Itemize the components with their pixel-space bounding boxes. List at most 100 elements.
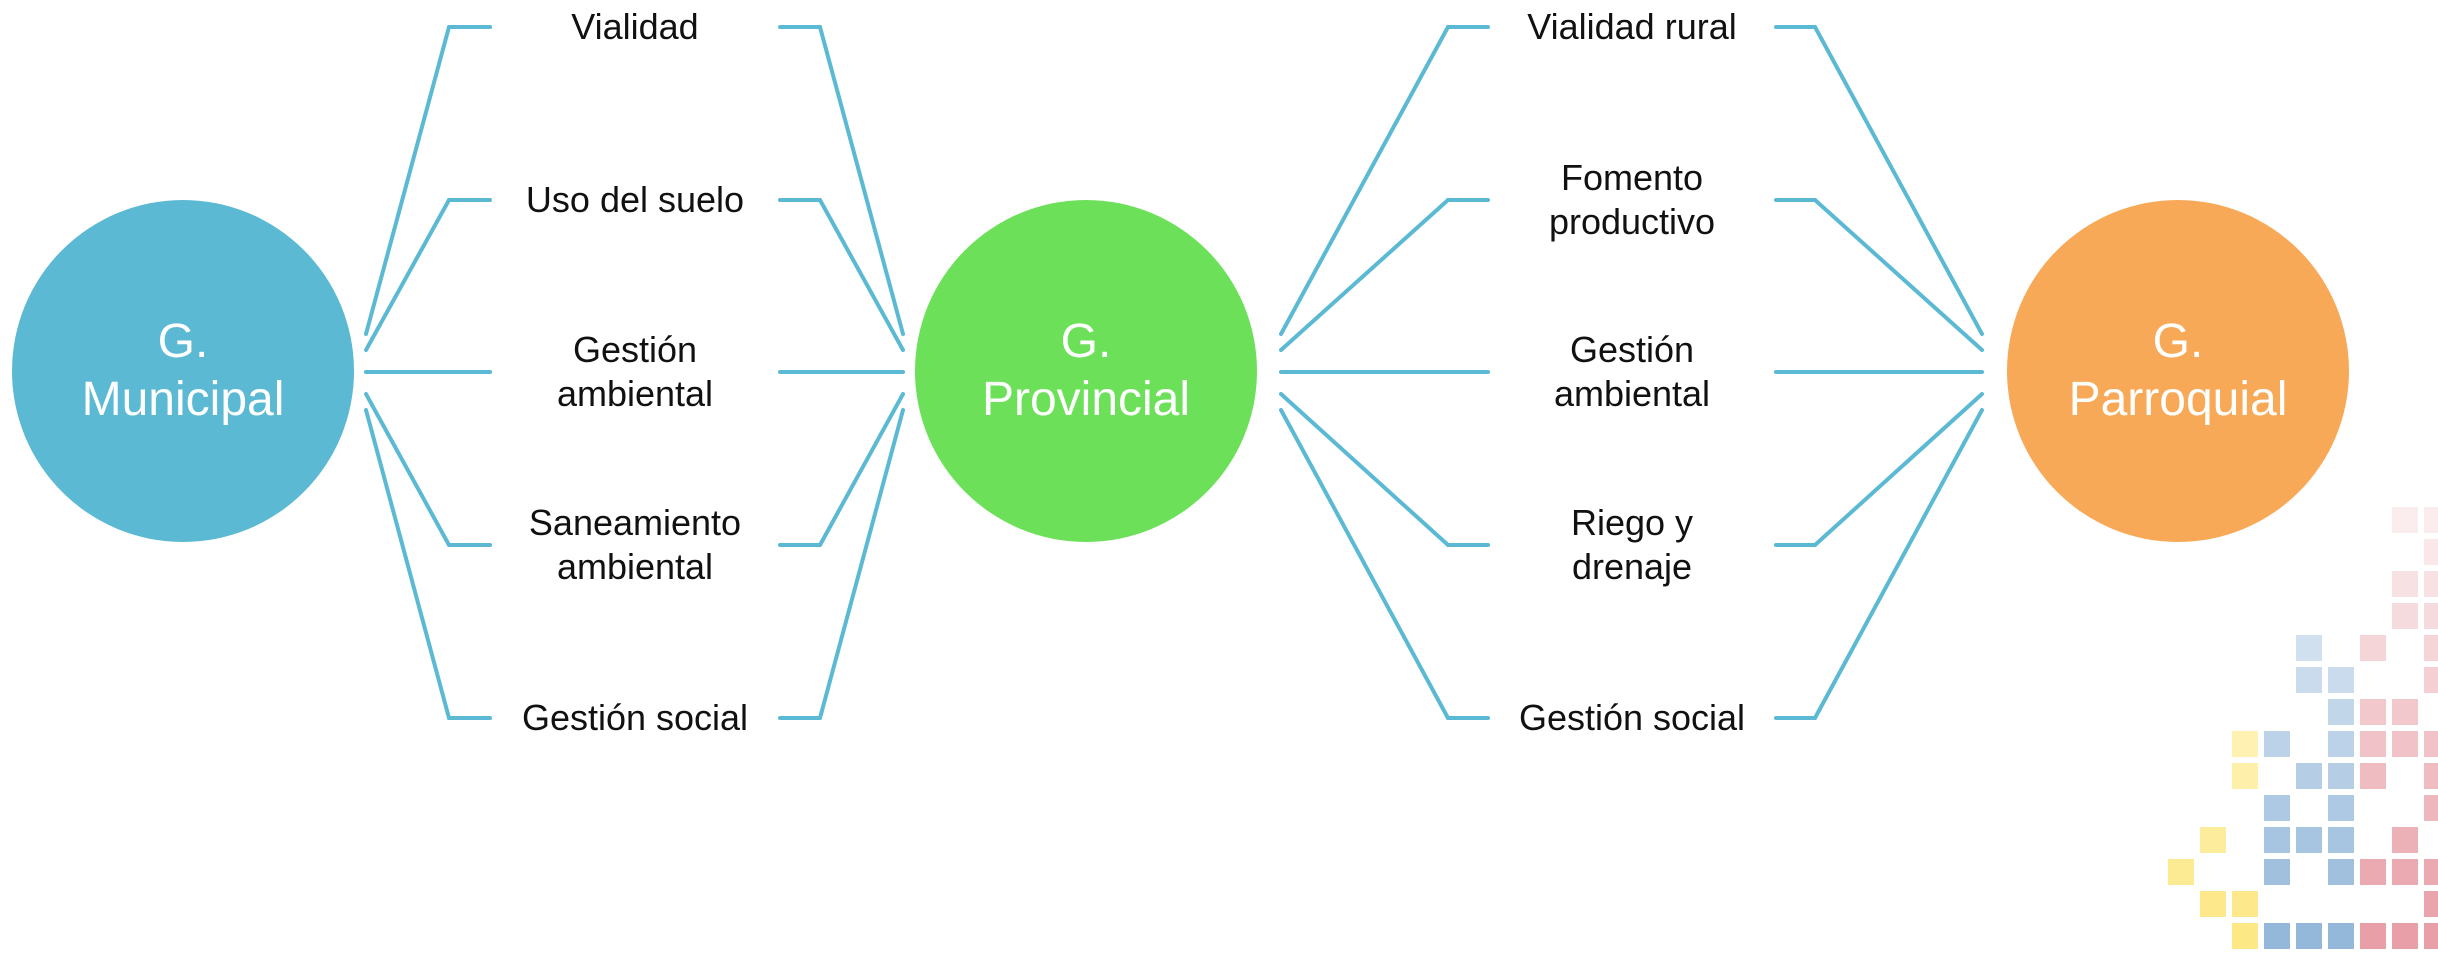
right-item-gestion-ambiental-line2: ambiental [1553,373,1711,414]
left-item-saneamiento-ambiental: Saneamiento ambiental [485,501,785,589]
mosaic-tile [2296,923,2322,949]
mosaic-tile [2232,731,2258,757]
mosaic-tile [2424,667,2438,693]
left-item-saneamiento-ambiental-line1: Saneamiento [528,502,742,543]
mosaic-tile [2360,763,2386,789]
right-connector-left-diag-0 [1279,25,1450,336]
left-connector-right-diag-4 [818,408,905,720]
mosaic-tile [2296,763,2322,789]
mosaic-tile [2328,763,2354,789]
mosaic-tile [2360,859,2386,885]
mosaic-tile [2424,731,2438,757]
left-item-vialidad: Vialidad [485,5,785,49]
mosaic-tile [2328,795,2354,821]
mosaic-tile [2264,731,2290,757]
node-provincial-line1: G. [1060,315,1112,368]
mosaic-tile [2296,667,2322,693]
mosaic-tile [2392,699,2418,725]
mosaic-tile [2424,603,2438,629]
left-item-gestion-ambiental-line1: Gestión [572,329,698,370]
mosaic-tile [2424,571,2438,597]
mosaic-tile [2328,699,2354,725]
left-connector-right-diag-0 [818,25,905,336]
right-item-riego-y-drenaje-line2: drenaje [1571,546,1693,587]
mosaic-tile [2264,923,2290,949]
mosaic-tile [2328,827,2354,853]
mosaic-tile [2360,699,2386,725]
mosaic-tile [2264,827,2290,853]
node-municipal: G. Municipal [12,200,354,542]
mosaic-tile [2424,795,2438,821]
right-connector-right-diag-3 [1813,392,1984,547]
right-item-vialidad-rural-line1: Vialidad rural [1527,6,1737,47]
mosaic-tile [2424,507,2438,533]
right-connector-right-diag-0 [1813,25,1984,336]
mosaic-tile [2424,763,2438,789]
left-item-saneamiento-ambiental-line2: ambiental [556,546,714,587]
mosaic-tile [2424,635,2438,661]
mosaic-tile [2232,763,2258,789]
right-connector-left-diag-1 [1279,198,1450,352]
mosaic-tile [2424,891,2438,917]
right-connector-left-diag-3 [1279,392,1450,547]
node-provincial-line2: Provincial [981,373,1191,426]
left-item-gestion-social: Gestión social [485,696,785,740]
mosaic-tile [2360,923,2386,949]
mosaic-tile [2168,859,2194,885]
right-item-riego-y-drenaje: Riego y drenaje [1482,501,1782,589]
node-parroquial-line1: G. [2152,315,2204,368]
mosaic-tile [2264,795,2290,821]
mosaic-tile [2200,891,2226,917]
mosaic-tile [2392,827,2418,853]
left-connector-right-diag-1 [818,198,905,352]
right-item-fomento-productivo: Fomento productivo [1482,156,1782,244]
right-item-gestion-social-line1: Gestión social [1518,697,1746,738]
mosaic-tile [2392,603,2418,629]
right-item-fomento-productivo-line2: productivo [1548,201,1716,242]
left-connector-right-diag-3 [818,392,905,547]
mosaic-tile [2424,539,2438,565]
mosaic-tile [2328,731,2354,757]
node-provincial: G. Provincial [915,200,1257,542]
right-connector-right-diag-4 [1813,408,1984,720]
node-parroquial-line2: Parroquial [2068,373,2288,426]
left-item-uso-del-suelo: Uso del suelo [485,178,785,222]
left-item-gestion-ambiental: Gestión ambiental [485,328,785,416]
mosaic-tile [2392,731,2418,757]
mosaic-tile [2296,827,2322,853]
right-connector-left-diag-4 [1279,408,1450,720]
mosaic-tile [2296,635,2322,661]
left-connector-left-diag-0 [364,25,451,336]
left-connector-left-diag-3 [364,392,451,547]
mosaic-tile [2328,859,2354,885]
right-item-gestion-social: Gestión social [1482,696,1782,740]
mosaic-tile [2424,859,2438,885]
right-item-fomento-productivo-line1: Fomento [1560,157,1704,198]
node-municipal-line1: G. [157,315,209,368]
mosaic-tile [2392,507,2418,533]
left-item-gestion-ambiental-line2: ambiental [556,373,714,414]
mosaic-tile [2232,923,2258,949]
mosaic-tile [2424,923,2438,949]
mosaic-tile [2360,731,2386,757]
mosaic-tile [2200,827,2226,853]
right-item-gestion-ambiental-line1: Gestión [1569,329,1695,370]
node-municipal-line2: Municipal [81,373,285,426]
right-item-gestion-ambiental: Gestión ambiental [1482,328,1782,416]
left-item-uso-del-suelo-line1: Uso del suelo [525,179,745,220]
right-item-vialidad-rural: Vialidad rural [1482,5,1782,49]
left-connector-left-diag-1 [364,198,451,352]
mosaic-tile [2392,571,2418,597]
left-item-gestion-social-line1: Gestión social [521,697,749,738]
left-item-vialidad-line1: Vialidad [571,6,699,47]
mosaic-tile [2264,859,2290,885]
mosaic-tile [2232,891,2258,917]
left-connector-left-diag-4 [364,408,451,720]
mosaic-tile [2392,859,2418,885]
mosaic-tile [2328,923,2354,949]
right-connector-right-diag-1 [1813,198,1984,352]
right-item-riego-y-drenaje-line1: Riego y [1570,502,1694,543]
